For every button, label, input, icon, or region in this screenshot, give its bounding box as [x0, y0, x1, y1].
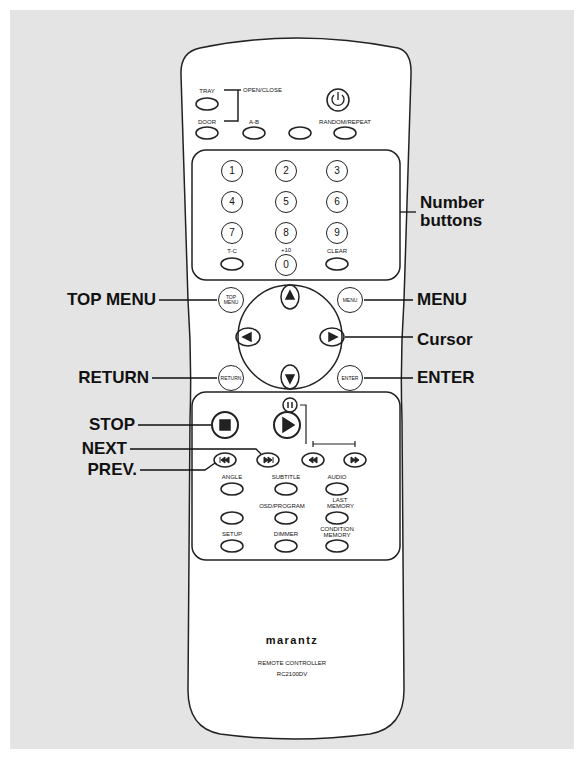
button-text: RETURN: [221, 376, 242, 381]
number-button: 4: [221, 191, 243, 213]
callout-label: ENTER: [417, 369, 475, 387]
button-label: LAST MEMORY: [327, 497, 353, 510]
button-label: AUDIO: [327, 474, 346, 480]
button-label: SETUP: [222, 531, 242, 537]
button-text: MENU: [343, 298, 358, 303]
brand-logo: marantz: [266, 635, 319, 647]
button-label: +10: [281, 247, 291, 253]
button-text: ENTER: [342, 376, 359, 381]
button-label: RANDOM/REPEAT: [319, 119, 371, 125]
button-label: T-C: [227, 248, 237, 254]
button-text: 9: [334, 228, 340, 238]
number-panel: [192, 150, 400, 280]
callout-label: Number buttons: [420, 194, 515, 230]
button-label: A-B: [249, 119, 259, 125]
button-text: 7: [229, 228, 235, 238]
number-button: 5: [275, 191, 297, 213]
button-label: DOOR: [198, 119, 216, 125]
button-label: OPEN/CLOSE: [243, 87, 282, 93]
model-text: RC2100DV: [277, 671, 307, 677]
number-button: 8: [275, 222, 297, 244]
button-label: OSD/PROGRAM: [259, 503, 305, 509]
button-text: 5: [283, 197, 289, 207]
callout-label: Cursor: [417, 331, 473, 349]
number-button: 2: [275, 160, 297, 182]
button-label: CLEAR: [327, 248, 347, 254]
menu-button: RETURN: [218, 365, 244, 391]
menu-button: MENU: [337, 287, 363, 313]
button-text: 4: [229, 197, 235, 207]
button-text: 0: [283, 260, 289, 270]
number-button: 9: [326, 222, 348, 244]
number-button: 0: [275, 254, 297, 276]
menu-button: ENTER: [337, 365, 363, 391]
callout-label: MENU: [417, 291, 467, 309]
callout-label: NEXT: [82, 440, 127, 458]
background-panel: [10, 10, 574, 749]
button-label: TRAY: [199, 88, 215, 94]
button-text: 2: [283, 166, 289, 176]
button-text: TOP MENU: [222, 295, 240, 305]
menu-button: TOP MENU: [218, 287, 244, 313]
number-button: 3: [326, 160, 348, 182]
button-label: DIMMER: [274, 531, 298, 537]
model-text: REMOTE CONTROLLER: [258, 660, 326, 666]
button-label: ANGLE: [222, 474, 242, 480]
number-button: 7: [221, 222, 243, 244]
remote-body: [181, 38, 411, 739]
button-text: 6: [334, 197, 340, 207]
number-button: 6: [326, 191, 348, 213]
button-label: SUBTITLE: [272, 474, 301, 480]
callout-label: STOP: [89, 416, 135, 434]
callout-label: TOP MENU: [67, 291, 156, 309]
button-label: CONDITION MEMORY: [320, 526, 354, 539]
lower-panel: [192, 392, 400, 560]
callout-label: RETURN: [78, 369, 149, 387]
button-text: 3: [334, 166, 340, 176]
button-text: 1: [229, 166, 235, 176]
callout-label: PREV.: [88, 461, 137, 479]
leader-lines: [130, 212, 416, 470]
button-text: 8: [283, 228, 289, 238]
number-button: 1: [221, 160, 243, 182]
